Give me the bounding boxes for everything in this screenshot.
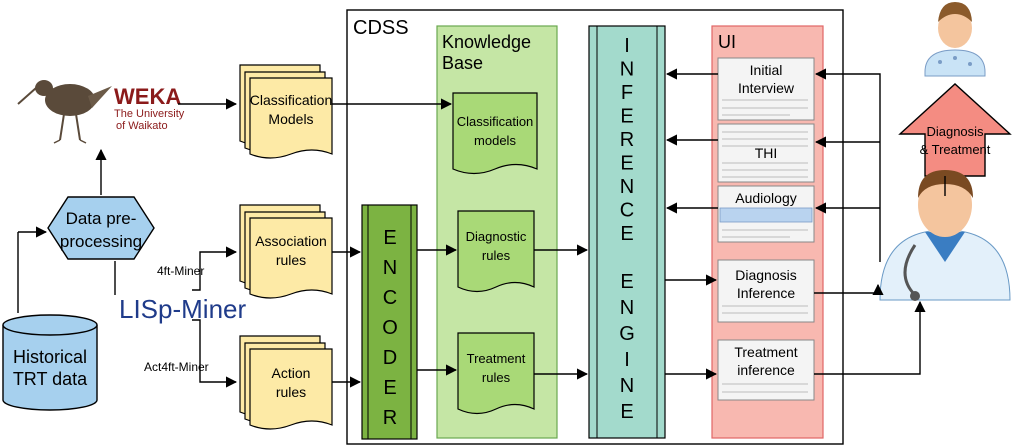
ui-screen-diagnosis-inference: Diagnosis Inference [717, 259, 815, 323]
patient-icon [924, 2, 986, 77]
encoder-letter: R [383, 407, 397, 429]
weka-subtitle-line2: of Waikato [116, 120, 168, 132]
engine-letter: E [620, 271, 633, 293]
encoder-block [361, 204, 418, 440]
association-rules-doc: Association rules [239, 204, 333, 299]
diagnosis-arrow-line2: & Treatment [920, 142, 991, 157]
inference-letter: C [620, 200, 634, 222]
inference-letter: E [620, 153, 633, 175]
inference-letter: F [621, 82, 633, 104]
classification-models-line2: Models [268, 111, 313, 127]
inference-letter: E [620, 223, 633, 245]
kb-classification-line1: Classification [457, 114, 534, 129]
ui-diagnosis-inference-line1: Diagnosis [735, 267, 796, 283]
ui-screen-audiology: Audiology [717, 185, 815, 243]
association-rules-line1: Association [255, 233, 327, 249]
engine-letter: I [624, 349, 630, 371]
action-rules-doc: Action rules [239, 335, 333, 430]
kb-treatment-line2: rules [482, 370, 511, 385]
weka-subtitle-line1: The University [114, 108, 185, 120]
ui-diagnosis-inference-line2: Inference [737, 285, 796, 301]
classification-models-line1: Classification [250, 92, 332, 108]
ui-initial-interview-line2: Interview [738, 80, 795, 96]
association-rules-line2: rules [276, 252, 306, 268]
kb-treatment-line1: Treatment [467, 351, 526, 366]
ui-initial-interview-line1: Initial [750, 62, 783, 78]
encoder-letter: D [383, 347, 397, 369]
inference-engine-block [588, 25, 666, 439]
action-rules-line1: Action [272, 365, 311, 381]
cdss-title: CDSS [353, 17, 409, 39]
inference-letter: E [620, 106, 633, 128]
inference-letter: I [624, 35, 630, 57]
historical-data-line2: TRT data [13, 369, 88, 389]
engine-letter: G [619, 323, 635, 345]
ui-treatment-inference-line2: inference [737, 362, 795, 378]
inference-letter: N [620, 59, 634, 81]
ui-panel-title: UI [718, 32, 736, 52]
weka-logo: WEKA The University of Waikato [17, 80, 185, 144]
kb-treatment-rules-doc: Treatment rules [457, 332, 535, 415]
inference-letter: R [620, 129, 634, 151]
ui-screen-initial-interview: Initial Interview [717, 57, 815, 121]
encoder-letter: E [383, 227, 396, 249]
weka-bird-icon [17, 80, 112, 144]
historical-data-line1: Historical [13, 347, 87, 367]
kb-diagnostic-line1: Diagnostic [466, 229, 527, 244]
encoder-letter: C [383, 287, 397, 309]
preprocessing-hexagon: Data pre- processing [47, 196, 155, 260]
encoder-letter: N [383, 257, 397, 279]
encoder-letter: E [383, 377, 396, 399]
engine-letter: N [620, 375, 634, 397]
ui-audiology-label: Audiology [735, 190, 797, 206]
kb-diagnostic-rules-doc: Diagnostic rules [457, 210, 535, 293]
ui-screen-treatment-inference: Treatment inference [717, 339, 815, 401]
historical-data-cylinder: Historical TRT data [2, 314, 98, 411]
classification-models-doc: Classification Models [239, 64, 333, 159]
knowledge-base-title-line1: Knowledge [442, 32, 531, 52]
link-act4ft-miner: Act4ft-Miner [144, 360, 209, 374]
diagnosis-treatment-arrow: Diagnosis & Treatment [898, 83, 1012, 177]
engine-letter: E [620, 401, 633, 423]
ui-thi-label: THI [755, 145, 778, 161]
preprocessing-line1: Data pre- [66, 209, 137, 228]
kb-classification-line2: models [474, 133, 516, 148]
lisp-miner-label: LISp-Miner [119, 294, 246, 324]
action-rules-line2: rules [276, 384, 306, 400]
engine-letter: N [620, 297, 634, 319]
kb-classification-models-doc: Classification models [452, 92, 538, 175]
kb-diagnostic-line2: rules [482, 248, 511, 263]
knowledge-base-title-line2: Base [442, 53, 483, 73]
inference-letter: N [620, 176, 634, 198]
diagnosis-arrow-line1: Diagnosis [926, 124, 984, 139]
ui-treatment-inference-line1: Treatment [734, 344, 797, 360]
encoder-letter: O [382, 317, 398, 339]
weka-title: WEKA [114, 84, 181, 109]
preprocessing-line2: processing [60, 232, 142, 251]
link-4ft-miner: 4ft-Miner [157, 264, 204, 278]
ui-screen-thi: THI [717, 123, 815, 183]
